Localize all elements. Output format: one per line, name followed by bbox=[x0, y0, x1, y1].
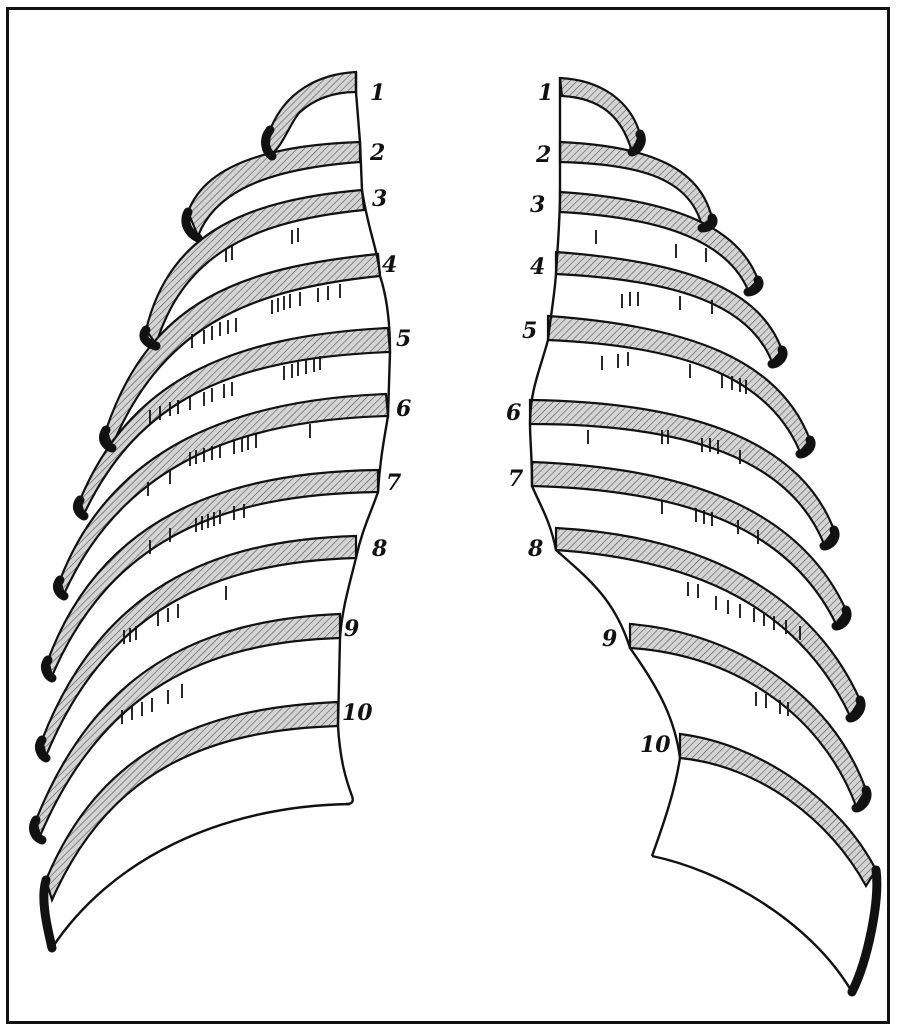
right-rib-number-4: 4 bbox=[530, 254, 545, 280]
left-rib-number-9: 9 bbox=[344, 616, 359, 642]
left-rib-number-2: 2 bbox=[369, 140, 385, 166]
left-rib-number-5: 5 bbox=[396, 326, 411, 352]
left-mediastinal-line bbox=[338, 72, 390, 804]
right-rib-1 bbox=[560, 78, 640, 152]
mediastinal-border bbox=[338, 72, 680, 856]
left-rib-number-1: 1 bbox=[370, 80, 385, 106]
left-rib-number-8: 8 bbox=[371, 536, 387, 562]
right-rib-8 bbox=[556, 528, 860, 716]
right-rib-number-8: 8 bbox=[527, 536, 543, 562]
left-rib-number-10: 10 bbox=[342, 700, 373, 726]
right-rib-number-7: 7 bbox=[508, 466, 524, 492]
right-rib-number-1: 1 bbox=[538, 80, 553, 106]
left-hemithorax bbox=[34, 72, 390, 948]
right-hemithorax bbox=[530, 78, 877, 992]
left-rib-number-3: 3 bbox=[372, 186, 387, 212]
right-rib-number-10: 10 bbox=[640, 732, 671, 758]
right-rib-number-6: 6 bbox=[506, 400, 521, 426]
left-rib-number-4: 4 bbox=[382, 252, 397, 278]
right-rib-number-5: 5 bbox=[522, 318, 537, 344]
right-rib-number-2: 2 bbox=[535, 142, 551, 168]
right-rib-number-9: 9 bbox=[602, 626, 617, 652]
left-rib-number-6: 6 bbox=[396, 396, 411, 422]
right-costophrenic-outline bbox=[652, 856, 852, 992]
left-rib-number-7: 7 bbox=[386, 470, 402, 496]
right-rib-number-3: 3 bbox=[530, 192, 545, 218]
right-rib-edge-10 bbox=[852, 870, 877, 992]
